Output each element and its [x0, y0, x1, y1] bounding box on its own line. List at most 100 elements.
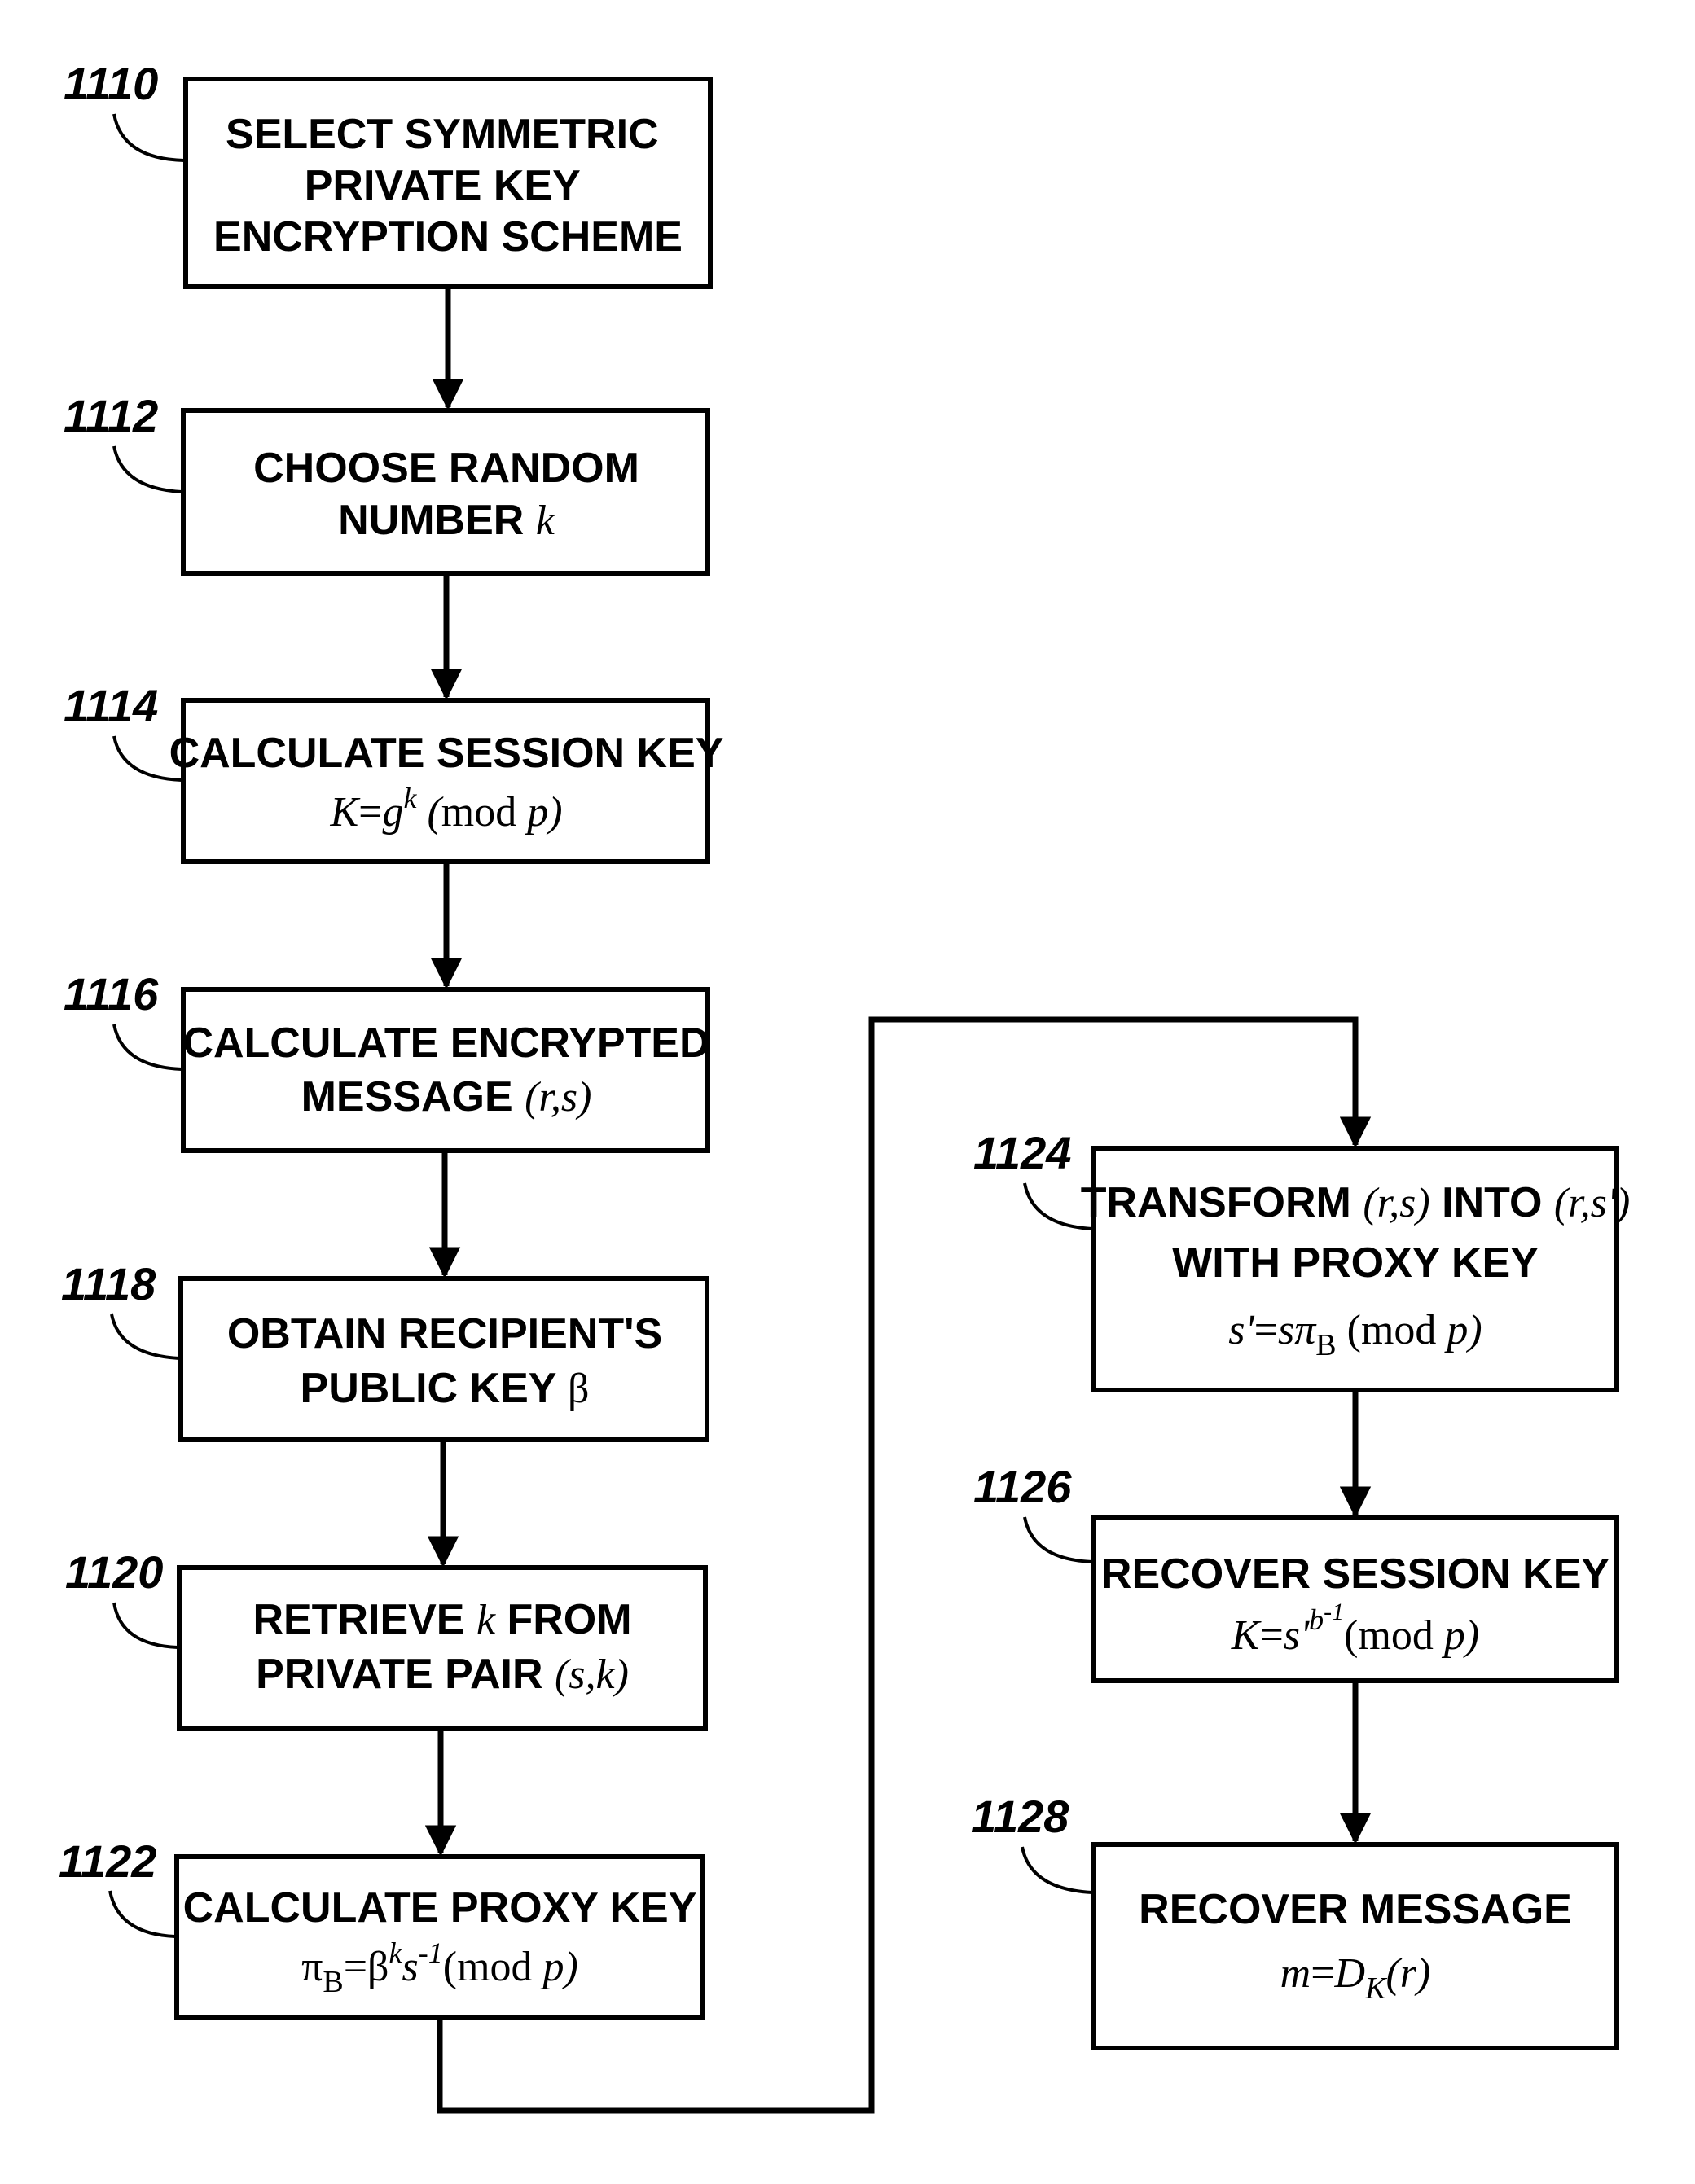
leader-1116	[114, 1024, 182, 1069]
step-1126-formula-p: p	[1441, 1612, 1465, 1659]
step-1110-line-1: SELECT SYMMETRIC	[226, 111, 659, 158]
ref-label-1124: 1124	[973, 1127, 1071, 1178]
step-1128-line-1: RECOVER MESSAGE	[1139, 1886, 1572, 1933]
step-1114-line-1: CALCULATE SESSION KEY	[169, 730, 724, 777]
step-1124-formula-close: )	[1465, 1307, 1482, 1353]
step-1120-var-k: k	[476, 1597, 496, 1643]
ref-label-1116: 1116	[64, 968, 159, 1020]
step-1114-formula-base: g	[382, 789, 403, 835]
step-box-1128: RECOVER MESSAGE m=DK(r)	[1094, 1844, 1617, 2048]
ref-label-1118: 1118	[61, 1258, 156, 1309]
step-1120-line-1-rest: FROM	[495, 1596, 632, 1643]
step-1124-formula-mod: mod	[1361, 1307, 1447, 1353]
step-1122-formula-s: s	[402, 1944, 419, 1990]
step-1128-formula-d: D	[1334, 1950, 1366, 1997]
step-1124-formula-eq: =	[1254, 1307, 1278, 1353]
step-1126-formula-open: (	[1344, 1612, 1358, 1659]
step-1128-formula-sub: K	[1364, 1971, 1387, 2006]
step-1122-formula-eq: =β	[344, 1944, 389, 1990]
step-1126-line-1: RECOVER SESSION KEY	[1101, 1550, 1609, 1598]
svg-text:WITH PROXY KEY: WITH PROXY KEY	[1172, 1239, 1539, 1287]
step-1118-line-1: OBTAIN RECIPIENT'S	[227, 1310, 662, 1357]
step-1122-formula-sub: B	[323, 1965, 343, 1999]
step-1120-var-sk: (s,k)	[555, 1651, 629, 1698]
step-1126-formula-s: s'	[1284, 1612, 1310, 1659]
leader-1126	[1025, 1517, 1092, 1562]
svg-text:CALCULATE PROXY KEY: CALCULATE PROXY KEY	[183, 1884, 697, 1932]
svg-text:PUBLIC KEY β: PUBLIC KEY β	[301, 1365, 590, 1412]
svg-text:K=gk (mod p): K=gk (mod p)	[329, 782, 562, 835]
step-1118-var-beta: β	[568, 1366, 589, 1412]
step-box-1110: SELECT SYMMETRIC PRIVATE KEY ENCRYPTION …	[186, 79, 710, 287]
step-1122-formula-p: p	[540, 1944, 564, 1990]
step-1110-line-3: ENCRYPTION SCHEME	[213, 213, 683, 261]
step-1122-formula-pi: π	[301, 1944, 323, 1990]
step-1126-formula-exp: b	[1309, 1603, 1324, 1636]
step-1120-line-1-text: RETRIEVE	[252, 1596, 476, 1643]
step-1126-formula-close: )	[1463, 1612, 1479, 1659]
step-1122-formula-open: (	[443, 1944, 457, 1990]
step-1128-formula-lhs: m	[1280, 1950, 1311, 1997]
step-box-1116: CALCULATE ENCRYPTED MESSAGE (r,s)	[182, 989, 709, 1151]
svg-text:RETRIEVE k FROM: RETRIEVE k FROM	[252, 1596, 631, 1643]
step-1124-line-2: WITH PROXY KEY	[1172, 1239, 1539, 1287]
svg-text:OBTAIN RECIPIENT'S: OBTAIN RECIPIENT'S	[227, 1310, 662, 1357]
svg-text:PRIVATE PAIR (s,k): PRIVATE PAIR (s,k)	[256, 1651, 629, 1698]
svg-text:CHOOSE RANDOM: CHOOSE RANDOM	[253, 445, 639, 492]
svg-text:RECOVER MESSAGE: RECOVER MESSAGE	[1139, 1886, 1572, 1933]
step-1122-formula-close: )	[562, 1944, 578, 1990]
svg-text:CALCULATE SESSION KEY: CALCULATE SESSION KEY	[169, 730, 724, 777]
leader-1120	[114, 1603, 178, 1647]
step-1124-formula-sub: B	[1315, 1328, 1336, 1362]
step-1126-formula-mod: mod	[1358, 1612, 1443, 1659]
step-1128-formula-arg: (r)	[1385, 1950, 1430, 1997]
step-box-1118: OBTAIN RECIPIENT'S PUBLIC KEY β	[181, 1278, 707, 1440]
step-1122-formula-exp: k	[389, 1936, 403, 1969]
leader-1128	[1022, 1847, 1092, 1892]
step-1112-line-1: CHOOSE RANDOM	[253, 445, 639, 492]
step-1114-formula-p: p	[524, 789, 548, 835]
svg-text:NUMBER k: NUMBER k	[338, 497, 555, 544]
step-1124-var-rs: (r,s)	[1363, 1180, 1429, 1226]
step-1124-formula-open: (	[1337, 1307, 1361, 1353]
step-1114-formula-open: (	[416, 789, 443, 835]
leader-1122	[110, 1891, 175, 1936]
svg-text:CALCULATE ENCRYPTED: CALCULATE ENCRYPTED	[182, 1020, 709, 1067]
step-1114-formula-close: )	[546, 789, 562, 835]
step-1128-formula-eq: =	[1311, 1950, 1334, 1997]
step-1116-var-rs: (r,s)	[525, 1074, 591, 1121]
step-1110-line-2: PRIVATE KEY	[305, 162, 580, 209]
step-1122-formula-sexp: -1	[419, 1936, 443, 1969]
step-box-1126: RECOVER SESSION KEY K=s'b-1(mod p)	[1094, 1518, 1617, 1681]
step-1126-formula-exp2: -1	[1324, 1599, 1344, 1625]
step-box-1122: CALCULATE PROXY KEY πB=βks-1(mod p)	[177, 1857, 703, 2018]
step-1112-var-k: k	[536, 498, 555, 544]
step-1114-formula-lhs: K	[329, 789, 360, 835]
ref-label-1114: 1114	[64, 680, 158, 731]
step-1124-formula-s: sπ	[1278, 1307, 1317, 1353]
step-1116-line-2-text: MESSAGE	[301, 1073, 525, 1121]
leader-1112	[114, 446, 182, 492]
step-1124-line-1-text: TRANSFORM	[1081, 1179, 1363, 1226]
step-1124-formula-p: p	[1443, 1307, 1468, 1353]
step-1120-line-2-text: PRIVATE PAIR	[256, 1651, 555, 1698]
leader-1110	[114, 114, 184, 160]
step-1124-formula-lhs: s'	[1228, 1307, 1254, 1353]
step-box-1120: RETRIEVE k FROM PRIVATE PAIR (s,k)	[179, 1568, 705, 1729]
step-1126-formula-eq: =	[1259, 1612, 1283, 1659]
ref-label-1112: 1112	[64, 390, 158, 441]
step-1114-formula-eq: =	[358, 789, 382, 835]
ref-label-1122: 1122	[59, 1835, 156, 1887]
step-1114-formula-mod: mod	[441, 789, 527, 835]
svg-text:MESSAGE (r,s): MESSAGE (r,s)	[301, 1073, 592, 1121]
ref-label-1120: 1120	[65, 1546, 163, 1598]
svg-text:TRANSFORM (r,s) INTO (r,s'): TRANSFORM (r,s) INTO (r,s')	[1081, 1179, 1631, 1226]
ref-label-1126: 1126	[973, 1461, 1072, 1512]
ref-label-1110: 1110	[64, 58, 158, 109]
step-1122-formula-mod: mod	[457, 1944, 542, 1990]
step-1124-line-1-mid: INTO	[1430, 1179, 1554, 1226]
step-1114-formula-exp: k	[403, 782, 417, 814]
ref-label-1128: 1128	[971, 1791, 1069, 1842]
step-1118-line-2-text: PUBLIC KEY	[301, 1365, 568, 1412]
